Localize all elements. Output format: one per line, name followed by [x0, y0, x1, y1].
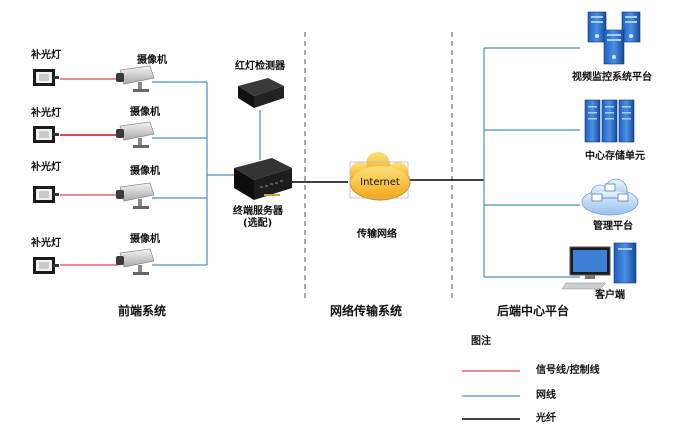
- signal-lines: [60, 78, 118, 266]
- red-light-detector-label: 红灯检测器: [235, 61, 285, 72]
- video-platform-servers-icon: [587, 11, 641, 65]
- storage-rack-icon: [584, 99, 635, 143]
- red-light-detector-icon: [238, 78, 284, 108]
- legend-item-signal: 信号线/控制线: [536, 365, 600, 376]
- fill-light-icon: [33, 69, 59, 86]
- internet-cloud-icon: [349, 152, 411, 201]
- terminal-server-label: 终端服务器: [233, 206, 283, 217]
- camera-label: 摄像机: [130, 166, 160, 177]
- front-section-label: 前端系统: [118, 304, 167, 318]
- management-label: 管理平台: [593, 221, 633, 232]
- legend-item-fiber: 光纤: [536, 413, 556, 424]
- internet-cloud-label: Internet: [360, 177, 400, 188]
- camera-label: 摄像机: [130, 234, 160, 245]
- fiber-lines: [290, 179, 484, 183]
- camera-label: 摄像机: [137, 55, 167, 66]
- camera-icon: [116, 248, 155, 275]
- camera-label: 摄像机: [130, 107, 160, 118]
- terminal-server-icon: [234, 158, 292, 200]
- camera-icon: [116, 121, 155, 148]
- client-pc-icon: [561, 242, 637, 290]
- camera-icon: [116, 65, 155, 92]
- network-section-label: 网络传输系统: [330, 304, 403, 318]
- legend-item-network: 网线: [536, 390, 556, 401]
- fill-light-label: 补光灯: [31, 238, 61, 249]
- storage-label: 中心存储单元: [585, 151, 645, 162]
- fill-light-label: 补光灯: [31, 162, 61, 173]
- backend-network-lines: [483, 47, 580, 278]
- fill-light-icon: [33, 186, 59, 203]
- camera-icon: [116, 182, 155, 209]
- fill-light-label: 补光灯: [31, 108, 61, 119]
- fill-light-label: 补光灯: [31, 50, 61, 61]
- client-label: 客户端: [595, 290, 625, 301]
- video-platform-label: 视频监控系统平台: [572, 72, 652, 83]
- management-cloud-icon: [581, 178, 639, 216]
- terminal-server-optional-label: (选配): [243, 218, 273, 229]
- backend-section-label: 后端中心平台: [497, 304, 570, 318]
- network-lines: [152, 81, 261, 266]
- transport-network-label: 传输网络: [357, 229, 397, 240]
- fill-light-icon: [33, 126, 59, 143]
- legend-title: 图注: [471, 336, 491, 347]
- fill-light-icon: [33, 257, 59, 274]
- legend-lines: [462, 370, 520, 420]
